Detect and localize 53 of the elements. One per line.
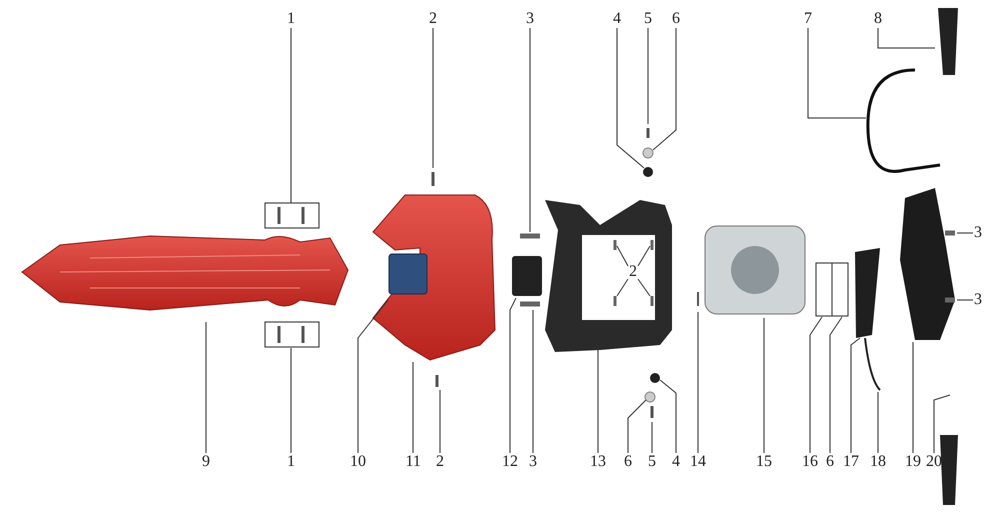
callout-number: 6 bbox=[671, 10, 681, 28]
leader-line bbox=[616, 246, 628, 266]
callout-number: 3 bbox=[528, 453, 538, 471]
leader-line bbox=[878, 28, 936, 48]
callout-number: 3 bbox=[973, 291, 983, 309]
leader-line bbox=[638, 246, 650, 266]
leader-line bbox=[830, 316, 842, 454]
callout-number: 7 bbox=[803, 10, 813, 28]
leader-line bbox=[358, 300, 388, 454]
callout-number: 9 bbox=[201, 453, 211, 471]
callout-number: 2 bbox=[435, 453, 445, 471]
leader-line bbox=[808, 28, 866, 118]
leader-line bbox=[510, 298, 516, 454]
leader-line bbox=[628, 400, 646, 454]
callout-number: 1 bbox=[286, 10, 296, 28]
callout-number: 14 bbox=[689, 453, 707, 471]
callout-number: 2 bbox=[628, 263, 638, 281]
callout-number: 19 bbox=[904, 453, 922, 471]
callout-number: 10 bbox=[349, 453, 367, 471]
callout-number: 20 bbox=[925, 453, 943, 471]
leader-line bbox=[912, 342, 914, 454]
callout-number: 15 bbox=[755, 453, 773, 471]
leader-line bbox=[652, 28, 676, 150]
callout-number: 18 bbox=[869, 453, 887, 471]
leader-line bbox=[532, 310, 534, 454]
leader-line bbox=[412, 362, 414, 454]
callout-number: 2 bbox=[428, 10, 438, 28]
callout-number: 8 bbox=[873, 10, 883, 28]
leader-line bbox=[850, 338, 860, 454]
callout-number: 6 bbox=[623, 453, 633, 471]
callout-number: 13 bbox=[589, 453, 607, 471]
callout-number: 4 bbox=[671, 453, 681, 471]
leader-line bbox=[934, 394, 950, 454]
callout-number: 11 bbox=[404, 453, 422, 471]
callout-number: 4 bbox=[612, 10, 622, 28]
callout-number: 6 bbox=[825, 453, 835, 471]
callout-number: 3 bbox=[973, 224, 983, 242]
leader-line bbox=[616, 278, 628, 296]
leader-line bbox=[638, 278, 650, 296]
callout-number: 16 bbox=[801, 453, 819, 471]
leader-line bbox=[290, 348, 292, 454]
leader-line bbox=[616, 28, 644, 168]
leader-line bbox=[810, 316, 822, 454]
callout-number: 17 bbox=[842, 453, 860, 471]
callout-number: 5 bbox=[647, 453, 657, 471]
callout-number: 12 bbox=[501, 453, 519, 471]
leader-line bbox=[290, 28, 292, 204]
callout-number: 5 bbox=[643, 10, 653, 28]
callout-number: 1 bbox=[286, 453, 296, 471]
leader-line bbox=[432, 28, 434, 168]
callout-number: 3 bbox=[525, 10, 535, 28]
leader-line bbox=[660, 380, 676, 454]
leader-line bbox=[956, 232, 974, 234]
